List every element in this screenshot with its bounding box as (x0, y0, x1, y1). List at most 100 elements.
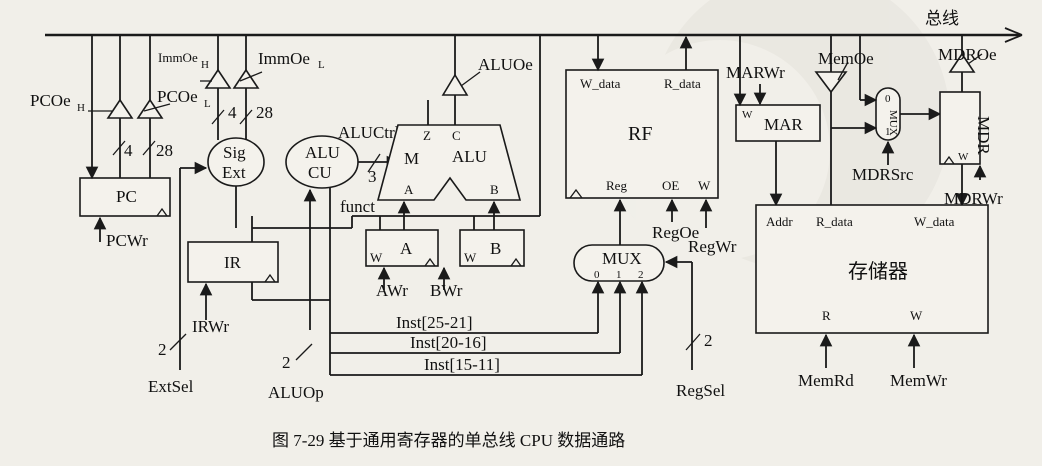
mux2-in-0-label: 0 (885, 93, 891, 105)
register-file (565, 69, 719, 199)
regwr-label: RegWr (688, 237, 737, 256)
pcoe-h-sub: H (77, 102, 85, 114)
reg-b-label: B (490, 239, 501, 258)
bw-2b: 2 (282, 353, 291, 372)
regsel-label: RegSel (676, 381, 725, 400)
alu-a-label: A (404, 182, 414, 197)
bitwidth-slash (169, 333, 187, 351)
pcoe-l-label: PCOe (157, 87, 198, 106)
alu-label: ALU (452, 147, 487, 166)
mdroe-label: MDROe (938, 45, 997, 64)
awr-label: AWr (376, 281, 408, 300)
bitwidth-slash (142, 140, 156, 156)
mem-addr-label: Addr (766, 214, 793, 229)
ir-clock-icon (264, 273, 276, 283)
regoe-label: RegOe (652, 223, 699, 242)
wire-pcoe-l (143, 103, 171, 112)
funct-label: funct (340, 197, 375, 216)
bw-28b: 28 (256, 103, 273, 122)
mux-in-1-label: 1 (616, 269, 622, 281)
mdr-w-label: W (958, 151, 969, 163)
immoe-h-label: ImmOe (158, 50, 198, 65)
inst-25-21-label: Inst[25-21] (396, 313, 472, 332)
main-memory (755, 204, 989, 334)
rf-oe-label: OE (662, 178, 679, 193)
bitwidth-slash (685, 333, 701, 351)
marwr-label: MARWr (726, 63, 785, 82)
wire-aluoe (460, 71, 481, 87)
inst-20-16-label: Inst[20-16] (410, 333, 486, 352)
mux-in-0-label: 0 (594, 269, 600, 281)
ir-register (187, 241, 279, 283)
immoe-l-sub: L (318, 59, 325, 71)
mem-r-label: R (822, 308, 831, 323)
pcwr-label: PCWr (106, 231, 148, 250)
alu-m-label: M (404, 149, 419, 168)
pcoe-h-buffer (106, 98, 134, 119)
reg-a-w: W (370, 250, 383, 265)
reg-b-clock-icon (510, 257, 522, 267)
rf-w-label: W (698, 178, 711, 193)
mdr-label: MDR (974, 116, 993, 155)
mar-label: MAR (764, 115, 803, 134)
bitwidth-slash (211, 109, 225, 125)
bw-4a: 4 (124, 141, 133, 160)
mux-label: MUX (602, 249, 642, 268)
ext-label: Ext (222, 163, 246, 182)
wire-memoe (837, 61, 849, 81)
rf-reg-label: Reg (606, 178, 627, 193)
aluop-label: ALUOp (268, 383, 324, 402)
mem-w-label: W (910, 308, 923, 323)
rf-wdata-label: W_data (580, 76, 621, 91)
bwr-label: BWr (430, 281, 463, 300)
mdr-clock-icon (943, 155, 955, 165)
aluoe-label: ALUOe (478, 55, 533, 74)
immoe-l-label: ImmOe (258, 49, 310, 68)
mux2-label: MUX (887, 110, 899, 136)
immoe-h-buffer (204, 68, 232, 89)
mdrwr-label: MDRWr (944, 189, 1003, 208)
bus-arrowhead-bottom (1004, 34, 1023, 43)
aluctrl-label: ALUCtrl (338, 123, 400, 142)
reg-a (365, 229, 439, 267)
memwr-label: MemWr (890, 371, 947, 390)
bitwidth-slash (112, 140, 126, 156)
bitwidth-slash (367, 153, 381, 173)
mar-w-label: W (742, 109, 753, 121)
alu-unit (376, 124, 522, 201)
rf-rdata-label: R_data (664, 76, 701, 91)
pc-clock-icon (156, 207, 168, 217)
inst-15-11-label: Inst[15-11] (424, 355, 500, 374)
irwr-label: IRWr (192, 317, 229, 336)
bw-4b: 4 (228, 103, 237, 122)
ir-label: IR (224, 253, 242, 272)
rf-clock-icon (569, 188, 583, 199)
pcoe-h-label: PCOe (30, 91, 71, 110)
bitwidth-slash (239, 109, 253, 125)
pc-label: PC (116, 187, 137, 206)
extsel-label: ExtSel (148, 377, 194, 396)
immoe-h-sub: H (201, 59, 209, 71)
mux-in-2-label: 2 (638, 269, 644, 281)
reg-a-clock-icon (424, 257, 436, 267)
figure-caption: 图 7-29 基于通用寄存器的单总线 CPU 数据通路 (272, 431, 625, 450)
bw-3: 3 (368, 167, 377, 186)
mem-rdata-label: R_data (816, 214, 853, 229)
mdr-register (939, 91, 981, 165)
rf-label: RF (628, 123, 652, 145)
mar-register (735, 104, 821, 142)
bw-2c: 2 (704, 331, 713, 350)
alu-z-label: Z (423, 128, 431, 143)
reg-b (459, 229, 525, 267)
aluoe-buffer (441, 73, 469, 96)
bitwidth-slash (295, 343, 313, 361)
bw-28a: 28 (156, 141, 173, 160)
alucu-label-1: ALU (305, 143, 340, 162)
reg-b-w: W (464, 250, 477, 265)
alucu-label-2: CU (308, 163, 332, 182)
reg-a-label: A (400, 239, 413, 258)
pcoe-l-sub: L (204, 98, 211, 110)
memrd-label: MemRd (798, 371, 854, 390)
bus-label: 总线 (925, 9, 959, 28)
